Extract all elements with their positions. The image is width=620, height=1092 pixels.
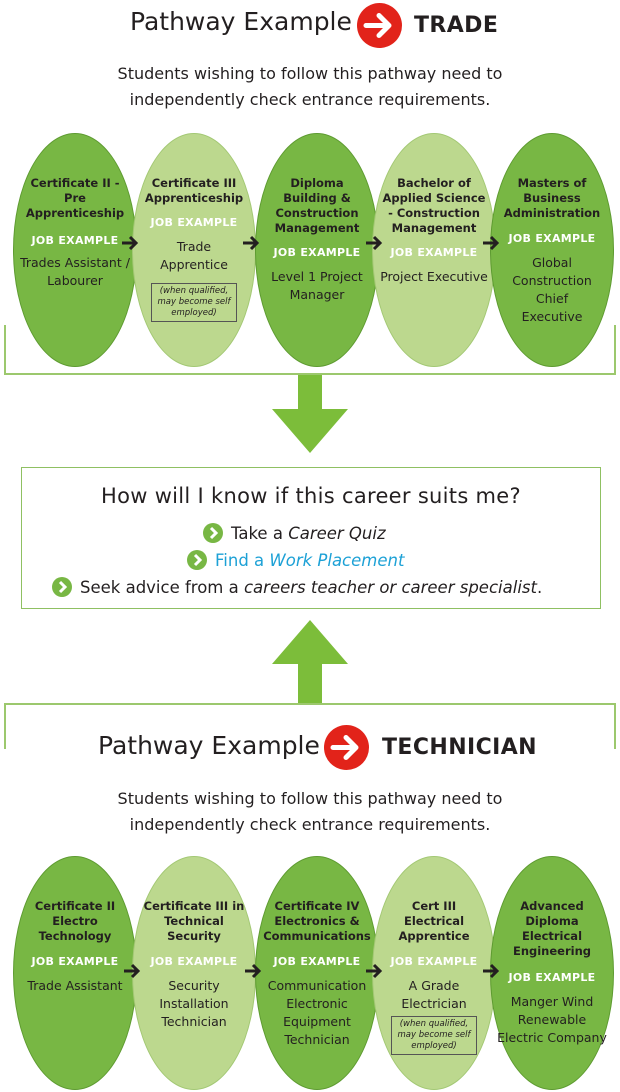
job-example: Project Executive xyxy=(380,269,488,284)
right-arrow-badge-icon xyxy=(324,725,369,770)
seek-advice-item[interactable]: Seek advice from a careers teacher or ca… xyxy=(52,577,542,597)
seek-advice-link[interactable]: careers teacher or career specialist xyxy=(243,578,537,597)
stage-qualification: Certificate III Apprenticeship xyxy=(144,176,244,205)
connector-arrow-icon xyxy=(122,235,139,251)
trade-stage-1: Certificate II - Pre Apprenticeship JOB … xyxy=(13,133,137,367)
job-example-heading: JOB EXAMPLE xyxy=(31,234,119,247)
job-example-heading: JOB EXAMPLE xyxy=(508,971,596,984)
technician-intro-line2: independently check entrance requirement… xyxy=(129,815,491,834)
trade-stage-2: Certificate III Apprenticeship JOB EXAMP… xyxy=(132,133,256,367)
seek-advice-prefix: Seek advice from a xyxy=(80,578,244,597)
chevron-right-icon xyxy=(187,550,207,570)
self-employed-note: (when qualified, may become self employe… xyxy=(151,283,237,322)
chevron-right-icon xyxy=(52,577,72,597)
trade-pathway-title: Pathway Example xyxy=(130,7,352,36)
job-example: A Grade Electrician xyxy=(401,978,467,1011)
connector-arrow-icon xyxy=(245,963,262,979)
technician-title-text: Pathway Example xyxy=(98,731,320,760)
trade-intro-line1: Students wishing to follow this pathway … xyxy=(117,64,503,83)
job-example-heading: JOB EXAMPLE xyxy=(31,955,119,968)
job-example-heading: JOB EXAMPLE xyxy=(273,955,361,968)
connector-arrow-icon xyxy=(366,963,383,979)
work-placement-item[interactable]: Find a Work Placement xyxy=(187,550,404,570)
connector-arrow-icon xyxy=(366,235,383,251)
job-example: Communication Electronic Equipment Techn… xyxy=(267,978,367,1047)
career-quiz-link[interactable]: Career Quiz xyxy=(288,524,386,543)
technician-intro: Students wishing to follow this pathway … xyxy=(0,786,620,838)
stage-qualification: Masters of Business Administration xyxy=(503,176,601,220)
up-arrow-icon xyxy=(272,620,348,704)
job-example-heading: JOB EXAMPLE xyxy=(150,955,238,968)
technician-stage-5: Advanced Diploma Electrical Engineering … xyxy=(490,856,614,1090)
connector-arrow-icon xyxy=(243,235,260,251)
stage-qualification: Bachelor of Applied Science - Constructi… xyxy=(382,176,486,235)
stage-qualification: Cert III Electrical Apprentice xyxy=(398,899,470,943)
stage-qualification: Diploma Building & Construction Manageme… xyxy=(274,176,360,235)
technician-pathway-title: Pathway Example xyxy=(98,731,320,760)
job-example: Global Construction Chief Executive xyxy=(512,255,592,324)
career-suits-question: How will I know if this career suits me? xyxy=(101,484,521,508)
technician-intro-line1: Students wishing to follow this pathway … xyxy=(117,789,503,808)
job-example-heading: JOB EXAMPLE xyxy=(390,955,478,968)
job-example-heading: JOB EXAMPLE xyxy=(508,232,596,245)
trade-stage-4: Bachelor of Applied Science - Constructi… xyxy=(372,133,496,367)
trade-stage-5: Masters of Business Administration JOB E… xyxy=(490,133,614,367)
trade-stage-3: Diploma Building & Construction Manageme… xyxy=(255,133,379,367)
down-arrow-icon xyxy=(272,375,348,453)
job-example: Level 1 Project Manager xyxy=(271,269,363,302)
job-example-heading: JOB EXAMPLE xyxy=(150,216,238,229)
trade-intro-line2: independently check entrance requirement… xyxy=(129,90,491,109)
self-employed-note: (when qualified, may become self employe… xyxy=(391,1016,477,1055)
trade-row-bracket xyxy=(4,325,616,375)
trade-title-text: Pathway Example xyxy=(130,7,352,36)
technician-stage-3: Certificate IV Electronics & Communicati… xyxy=(255,856,379,1090)
work-placement-prefix[interactable]: Find a xyxy=(215,551,270,570)
right-arrow-badge-icon xyxy=(357,3,402,48)
stage-qualification: Advanced Diploma Electrical Engineering xyxy=(512,899,592,958)
job-example: Trade Apprentice xyxy=(160,239,228,272)
stage-qualification: Certificate II - Pre Apprenticeship xyxy=(25,176,125,220)
technician-pathway-label: TECHNICIAN xyxy=(382,735,537,760)
technician-stage-2: Certificate III in Technical Security JO… xyxy=(132,856,256,1090)
technician-stage-1: Certificate II Electro Technology JOB EX… xyxy=(13,856,137,1090)
connector-arrow-icon xyxy=(124,963,141,979)
job-example: Trade Assistant xyxy=(27,978,123,993)
connector-arrow-icon xyxy=(483,963,500,979)
work-placement-link[interactable]: Work Placement xyxy=(269,551,405,570)
trade-pathway-label: TRADE xyxy=(414,13,499,38)
job-example-heading: JOB EXAMPLE xyxy=(273,246,361,259)
technician-stage-4: Cert III Electrical Apprentice JOB EXAMP… xyxy=(372,856,496,1090)
job-example-heading: JOB EXAMPLE xyxy=(390,246,478,259)
career-suits-box: How will I know if this career suits me?… xyxy=(21,467,601,609)
career-quiz-item[interactable]: Take a Career Quiz xyxy=(203,523,386,543)
trade-intro: Students wishing to follow this pathway … xyxy=(0,61,620,113)
technician-row-bracket xyxy=(4,703,616,749)
career-quiz-prefix: Take a xyxy=(231,524,289,543)
stage-qualification: Certificate III in Technical Security xyxy=(143,899,245,943)
job-example: Trades Assistant / Labourer xyxy=(20,255,130,288)
job-example: Manger Wind Renewable Electric Company xyxy=(497,994,607,1045)
job-example: Security Installation Technician xyxy=(159,978,229,1029)
seek-advice-end: . xyxy=(536,578,543,597)
stage-qualification: Certificate IV Electronics & Communicati… xyxy=(263,899,371,943)
chevron-right-icon xyxy=(203,523,223,543)
connector-arrow-icon xyxy=(483,235,500,251)
stage-qualification: Certificate II Electro Technology xyxy=(34,899,116,943)
